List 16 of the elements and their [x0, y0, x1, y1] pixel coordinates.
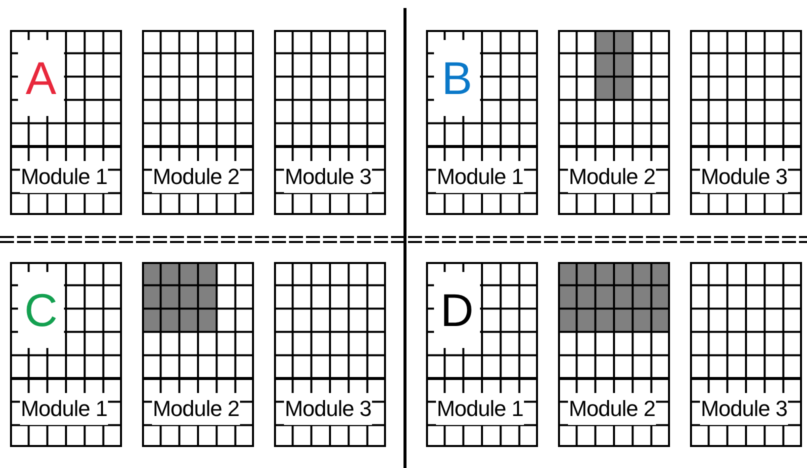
module-label: Module 3 — [284, 393, 372, 425]
module-label: Module 1 — [20, 393, 108, 425]
module-label: Module 3 — [700, 161, 788, 193]
quadrant-letter: A — [18, 40, 64, 116]
module-label: Module 3 — [700, 393, 788, 425]
quadrant-letter: D — [434, 272, 480, 348]
module-label: Module 3 — [284, 161, 372, 193]
module-label: Module 2 — [568, 393, 656, 425]
module-label: Module 2 — [152, 393, 240, 425]
module-label: Module 1 — [20, 161, 108, 193]
module-label: Module 2 — [568, 161, 656, 193]
module-label: Module 1 — [436, 393, 524, 425]
module-label: Module 1 — [436, 161, 524, 193]
quadrant-letter: B — [434, 40, 480, 116]
module-label: Module 2 — [152, 161, 240, 193]
quadrant-letter: C — [18, 272, 64, 348]
